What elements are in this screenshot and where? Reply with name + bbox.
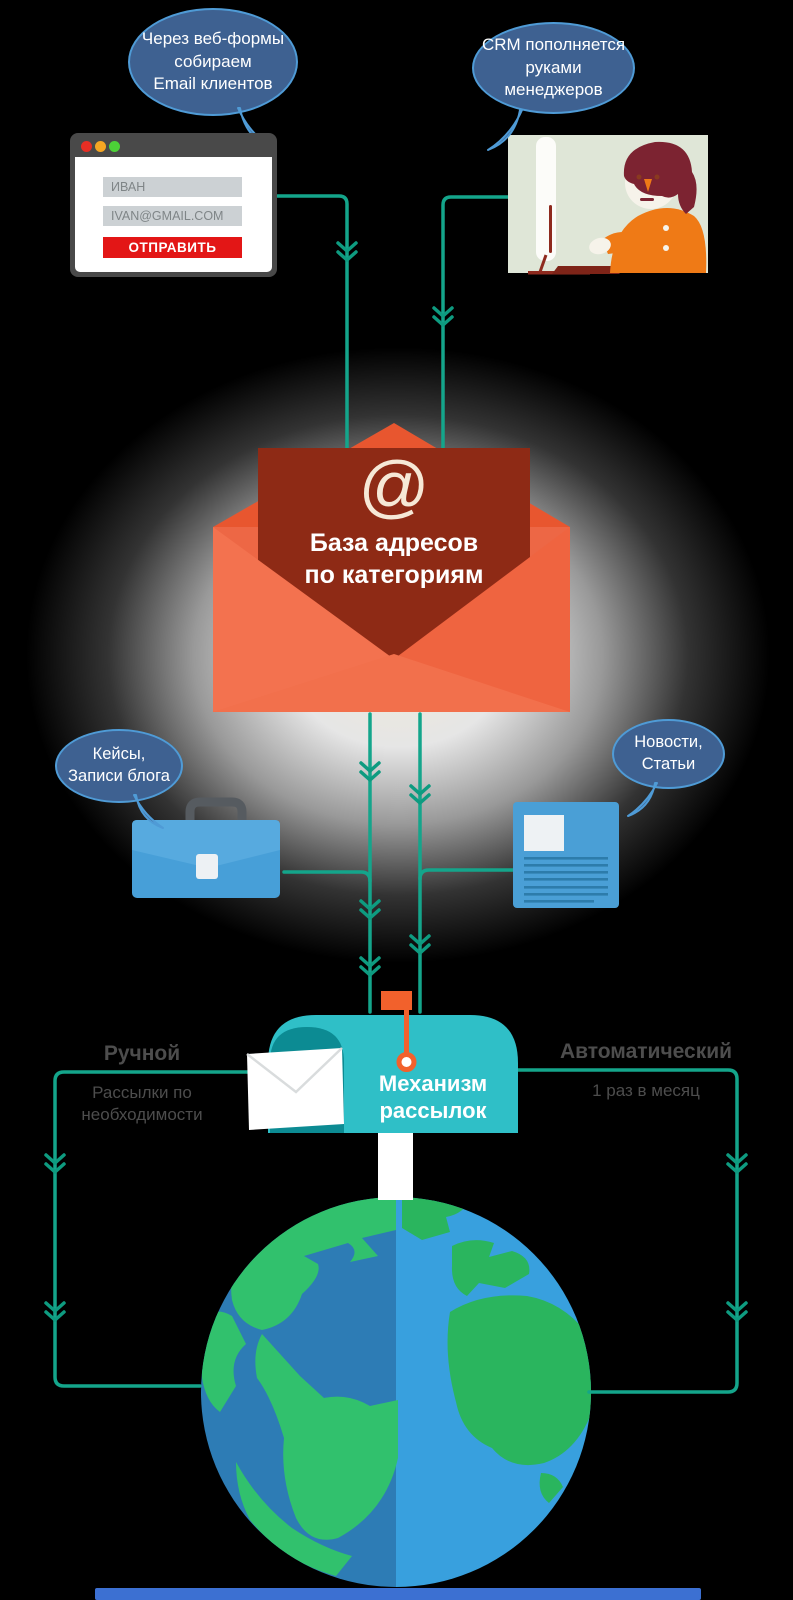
automatic-mode-subtitle-line: 1 раз в месяц (592, 1081, 700, 1100)
connector-document-merge (418, 868, 515, 881)
bubble-text: Email клиентов (153, 74, 273, 94)
bubble-text: Записи блога (68, 767, 170, 785)
bubble-tail (627, 782, 658, 817)
manual-mode-subtitle-line: необходимости (81, 1104, 203, 1124)
person-eye (636, 174, 642, 180)
briefcase-flap (132, 820, 280, 866)
envelope-fold-bottom (213, 654, 570, 712)
mailbox-flag-icon (381, 991, 417, 1072)
person-mouth (640, 198, 654, 201)
envelope-fold-right (390, 527, 570, 712)
shirt-button (663, 225, 669, 231)
globe (201, 1197, 591, 1587)
bubble-text: Кейсы, (92, 745, 146, 764)
document-icon (513, 802, 619, 908)
envelope-fold-left (213, 527, 398, 712)
bubble-tail (487, 109, 523, 151)
connector-mailbox-to-globe-left (53, 1070, 270, 1388)
shirt-button (663, 245, 669, 251)
mailbox-title-line: Механизм (378, 1071, 488, 1096)
web-form-window: ОТПРАВИТЬ (70, 133, 277, 277)
monitor-accent (549, 205, 552, 253)
bubble-tail (133, 794, 164, 829)
window-dot-green-icon (109, 141, 120, 152)
manual-mode-subtitle: Рассылки по необходимости (42, 1082, 242, 1126)
briefcase-clasp (196, 854, 218, 879)
bubble-text: Новости, (634, 733, 703, 752)
window-dot-yellow-icon (95, 141, 106, 152)
manual-mode-title: Ручной (103, 1042, 181, 1065)
keyboard (552, 266, 620, 274)
automatic-mode-title: Автоматический (559, 1040, 733, 1063)
bubble-text: Через веб-формы (141, 29, 285, 49)
bubble-text: CRM пополняется (481, 35, 626, 55)
window-dot-red-icon (81, 141, 92, 152)
mailbox-post (378, 1120, 413, 1200)
bubble-cases: Кейсы, Записи блога (55, 729, 183, 829)
bubble-web-form: Через веб-формы собираем Email клиентов (128, 8, 298, 149)
connector-lines (53, 194, 739, 1394)
globe-land-east (402, 1197, 591, 1503)
connector-form-to-envelope (275, 194, 349, 458)
connector-crm-to-envelope (441, 195, 510, 456)
connector-mailbox-to-globe-right (516, 1068, 739, 1394)
submit-button[interactable]: ОТПРАВИТЬ (103, 237, 242, 258)
connector-briefcase-merge (282, 870, 372, 883)
person-body (610, 208, 707, 273)
bubble-text: Статьи (641, 755, 696, 773)
address-base-title-line: База адресов (309, 529, 479, 557)
name-field[interactable] (103, 177, 242, 197)
crm-manager-illustration (508, 135, 708, 275)
bubble-text: руками менеджеров (504, 57, 603, 100)
monitor (536, 137, 556, 261)
bubble-news: Новости, Статьи (612, 719, 725, 817)
monitor-stand (538, 254, 548, 273)
document-image-placeholder (524, 815, 564, 851)
mailbox-title-line: рассылок (379, 1097, 487, 1123)
globe-land-west (201, 1197, 398, 1576)
person-nose (644, 179, 652, 192)
address-base-title-line: по категориям (304, 560, 484, 589)
bottom-blue-strip (95, 1588, 701, 1600)
web-form-content: ОТПРАВИТЬ (75, 157, 272, 272)
briefcase-icon (132, 797, 280, 898)
bubble-crm: CRM пополняется руками менеджеров (472, 22, 635, 151)
automatic-mode-subtitle: 1 раз в месяц (546, 1080, 746, 1102)
mailbox-title: Механизм рассылок (348, 1071, 518, 1125)
envelope-graphic (213, 423, 570, 712)
at-symbol-icon: @ (358, 447, 430, 525)
bubble-text: собираем (174, 51, 252, 71)
email-field[interactable] (103, 206, 242, 226)
person-eye (654, 174, 660, 180)
outgoing-envelope-flap-line (246, 1047, 343, 1094)
person-hand (589, 237, 611, 255)
person-hair (623, 141, 697, 214)
manual-mode-subtitle-line: Рассылки по (92, 1083, 192, 1102)
address-base-title: База адресов по категориям (274, 528, 514, 591)
briefcase-handle (185, 797, 247, 822)
document-text-lines (524, 857, 608, 903)
person-arm (602, 232, 642, 254)
mailbox-graphic (246, 991, 518, 1133)
